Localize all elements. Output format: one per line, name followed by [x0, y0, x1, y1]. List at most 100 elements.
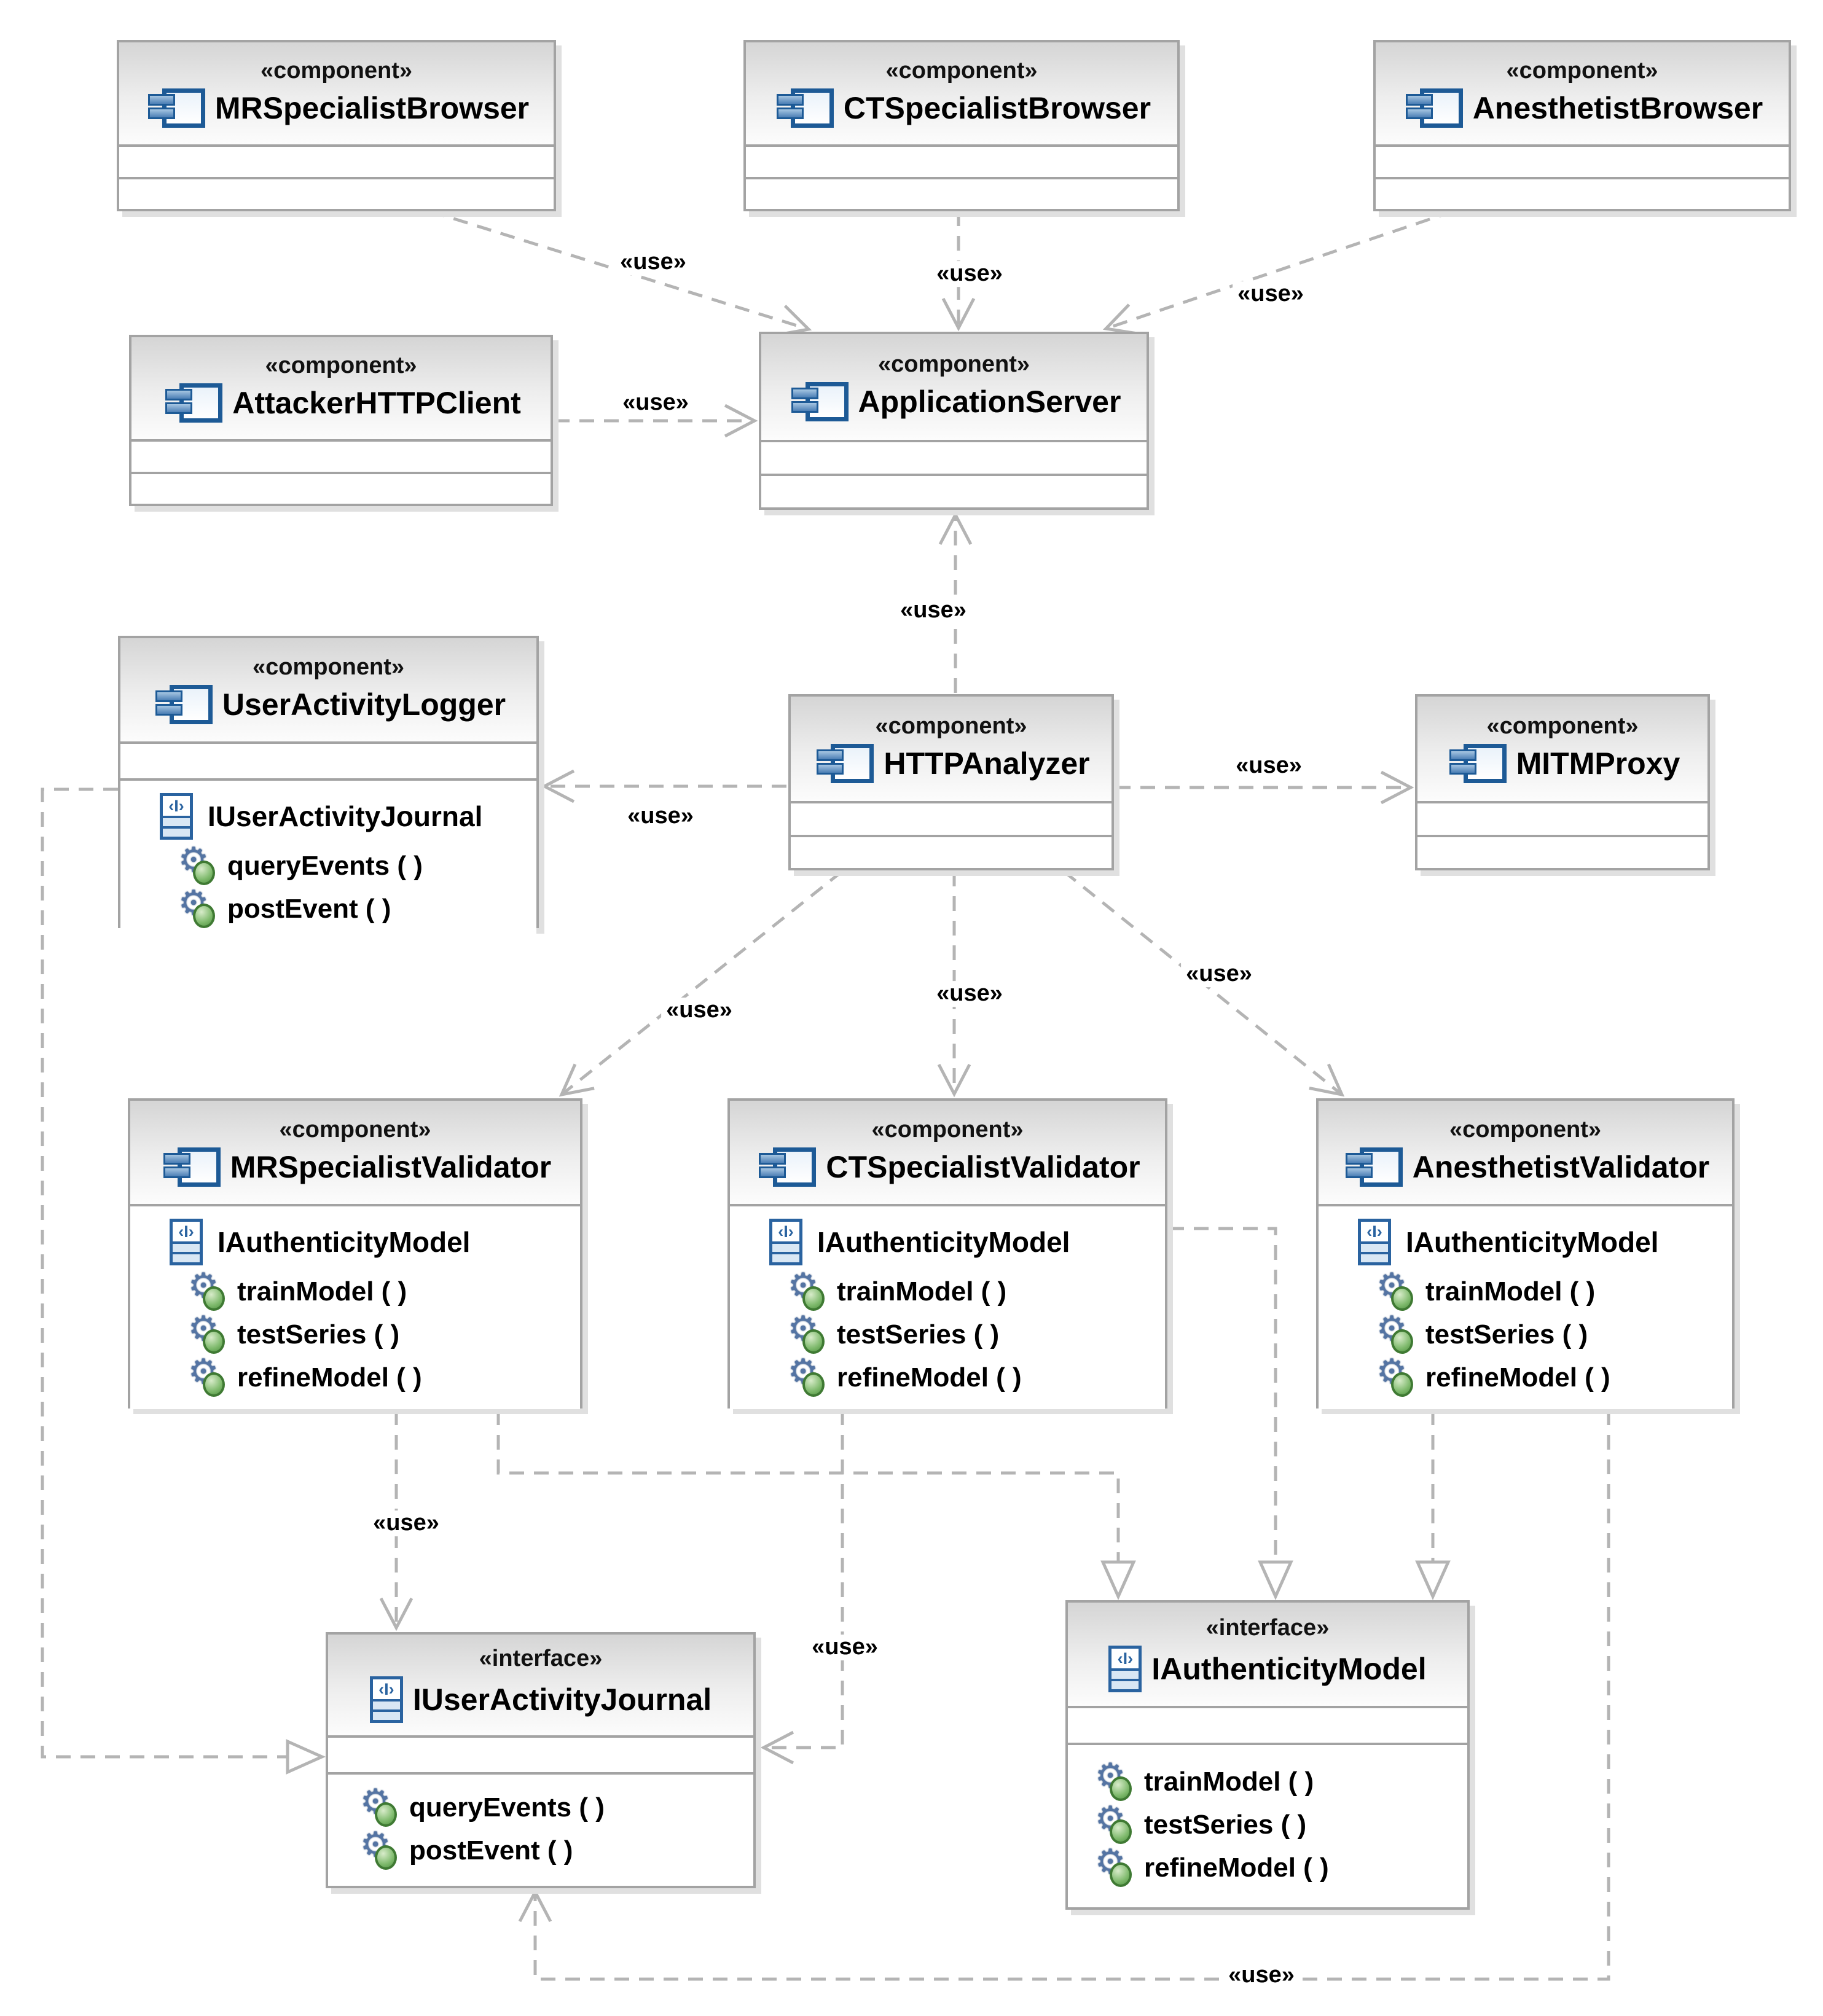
provided-interface-row: ‹I› IAuthenticityModel: [1358, 1219, 1722, 1265]
interface-icon: ‹I›: [369, 1676, 403, 1723]
empty-compartment: [746, 144, 1177, 177]
operation-row: ⚙ refineModel ( ): [769, 1352, 1155, 1397]
component-icon: [759, 1147, 817, 1187]
component-name: ApplicationServer: [858, 384, 1121, 419]
component-icon: [791, 381, 849, 421]
component-icon: [1405, 88, 1463, 128]
component-icon: [1345, 1147, 1403, 1187]
operation-name: testSeries ( ): [1425, 1319, 1588, 1350]
operation-name: trainModel ( ): [237, 1276, 407, 1307]
operation-name: queryEvents ( ): [409, 1792, 605, 1823]
operation-icon: ⚙: [188, 1309, 225, 1354]
component-icon: [1449, 743, 1507, 783]
operation-name: refineModel ( ): [837, 1362, 1022, 1393]
operation-name: trainModel ( ): [837, 1276, 1007, 1307]
use-label: «use»: [617, 389, 694, 416]
operation-icon: ⚙: [1095, 1756, 1132, 1801]
operation-row: ⚙ trainModel ( ): [170, 1266, 570, 1311]
component-header: «component» MRSpecialistValidator: [130, 1101, 580, 1204]
component-header: «component» AttackerHTTPClient: [131, 337, 551, 439]
interface-icon: ‹I›: [170, 1219, 203, 1265]
component-attackerhttpclient: «component» AttackerHTTPClient: [129, 335, 553, 506]
component-icon: [776, 88, 834, 128]
component-header: «component» AnesthetistBrowser: [1376, 42, 1789, 144]
operation-icon: ⚙: [788, 1266, 825, 1311]
interface-name: IAuthenticityModel: [817, 1226, 1070, 1258]
component-ctspecialistbrowser: «component» CTSpecialistBrowser: [743, 40, 1180, 211]
stereotype-label: «component»: [1486, 713, 1639, 740]
interface-name: IAuthenticityModel: [1406, 1226, 1659, 1258]
operation-name: testSeries ( ): [837, 1319, 1000, 1350]
use-label: «use»: [931, 980, 1008, 1007]
empty-compartment: [131, 439, 551, 472]
use-anbrowser-appserver: [1102, 209, 1454, 335]
component-header: «component» AnesthetistValidator: [1319, 1101, 1732, 1204]
operation-icon: ⚙: [788, 1352, 825, 1397]
operation-row: ⚙ trainModel ( ): [1095, 1756, 1457, 1801]
operation-row: ⚙ queryEvents ( ): [160, 840, 527, 885]
realize-mrvalidator-authmodel: [496, 1410, 1136, 1601]
operation-icon: ⚙: [788, 1309, 825, 1354]
operation-icon: ⚙: [1095, 1842, 1132, 1887]
component-header: «component» ApplicationServer: [761, 334, 1147, 440]
operation-name: refineModel ( ): [1425, 1362, 1610, 1393]
empty-compartment: [761, 474, 1147, 507]
operation-icon: ⚙: [178, 840, 215, 885]
operation-row: ⚙ postEvent ( ): [360, 1825, 743, 1870]
operation-name: testSeries ( ): [1144, 1810, 1307, 1840]
operation-row: ⚙ trainModel ( ): [1358, 1266, 1722, 1311]
component-mitmproxy: «component» MITMProxy: [1415, 694, 1710, 870]
stereotype-label: «interface»: [479, 1646, 603, 1672]
stereotype-label: «component»: [885, 58, 1038, 84]
component-name: MRSpecialistBrowser: [214, 90, 530, 125]
use-analyzer-mrvalidator: [559, 870, 843, 1097]
interfaces-compartment: ‹I› IAuthenticityModel ⚙ trainModel ( ) …: [130, 1204, 580, 1409]
interface-name: IAuthenticityModel: [218, 1226, 471, 1258]
use-label: «use»: [1223, 1962, 1300, 1988]
component-anesthetistbrowser: «component» AnesthetistBrowser: [1373, 40, 1791, 211]
operation-name: refineModel ( ): [1144, 1853, 1329, 1883]
component-name: HTTPAnalyzer: [884, 746, 1090, 781]
use-label: «use»: [1181, 961, 1257, 987]
operations-compartment: ⚙ queryEvents ( ) ⚙ postEvent ( ): [328, 1772, 753, 1886]
use-label: «use»: [615, 249, 691, 275]
operation-icon: ⚙: [1376, 1309, 1413, 1354]
operation-icon: ⚙: [178, 883, 215, 928]
empty-compartment: [1376, 144, 1789, 177]
interface-name: IUserActivityJournal: [208, 800, 483, 832]
empty-compartment: [746, 176, 1177, 209]
use-label: «use»: [807, 1634, 883, 1660]
component-name: MITMProxy: [1516, 746, 1680, 781]
operation-icon: ⚙: [1376, 1266, 1413, 1311]
interface-iuseractivityjournal: «interface» ‹I› IUserActivityJournal ⚙ q…: [326, 1632, 756, 1888]
empty-compartment: [119, 176, 554, 209]
empty-compartment: [791, 801, 1111, 835]
operations-compartment: ⚙ trainModel ( ) ⚙ testSeries ( ) ⚙ refi…: [1068, 1743, 1467, 1907]
use-label: «use»: [661, 997, 737, 1023]
operation-icon: ⚙: [1095, 1799, 1132, 1844]
operation-name: testSeries ( ): [237, 1319, 400, 1350]
component-icon: [817, 743, 874, 783]
component-ctspecialistvalidator: «component» CTSpecialistValidator ‹I› IA…: [727, 1098, 1167, 1409]
component-header: «component» CTSpecialistValidator: [730, 1101, 1165, 1204]
operation-name: refineModel ( ): [237, 1362, 422, 1393]
operation-row: ⚙ queryEvents ( ): [360, 1782, 743, 1827]
component-name: AnesthetistValidator: [1412, 1149, 1710, 1184]
operation-icon: ⚙: [1376, 1352, 1413, 1397]
component-mrspecialistvalidator: «component» MRSpecialistValidator ‹I› IA…: [128, 1098, 582, 1409]
interfaces-compartment: ‹I› IAuthenticityModel ⚙ trainModel ( ) …: [1319, 1204, 1732, 1409]
empty-compartment: [791, 834, 1111, 868]
empty-compartment: [1417, 801, 1707, 835]
interface-icon: ‹I›: [1358, 1219, 1391, 1265]
provided-interface-row: ‹I› IAuthenticityModel: [769, 1219, 1155, 1265]
stereotype-label: «component»: [265, 353, 417, 379]
interfaces-compartment: ‹I› IAuthenticityModel ⚙ trainModel ( ) …: [730, 1204, 1165, 1409]
stereotype-label: «component»: [1506, 58, 1658, 84]
provided-interface-row: ‹I› IUserActivityJournal: [160, 793, 527, 840]
operation-row: ⚙ testSeries ( ): [769, 1309, 1155, 1354]
component-name: AttackerHTTPClient: [232, 385, 521, 420]
empty-compartment: [1417, 834, 1707, 868]
operation-row: ⚙ postEvent ( ): [160, 883, 527, 928]
